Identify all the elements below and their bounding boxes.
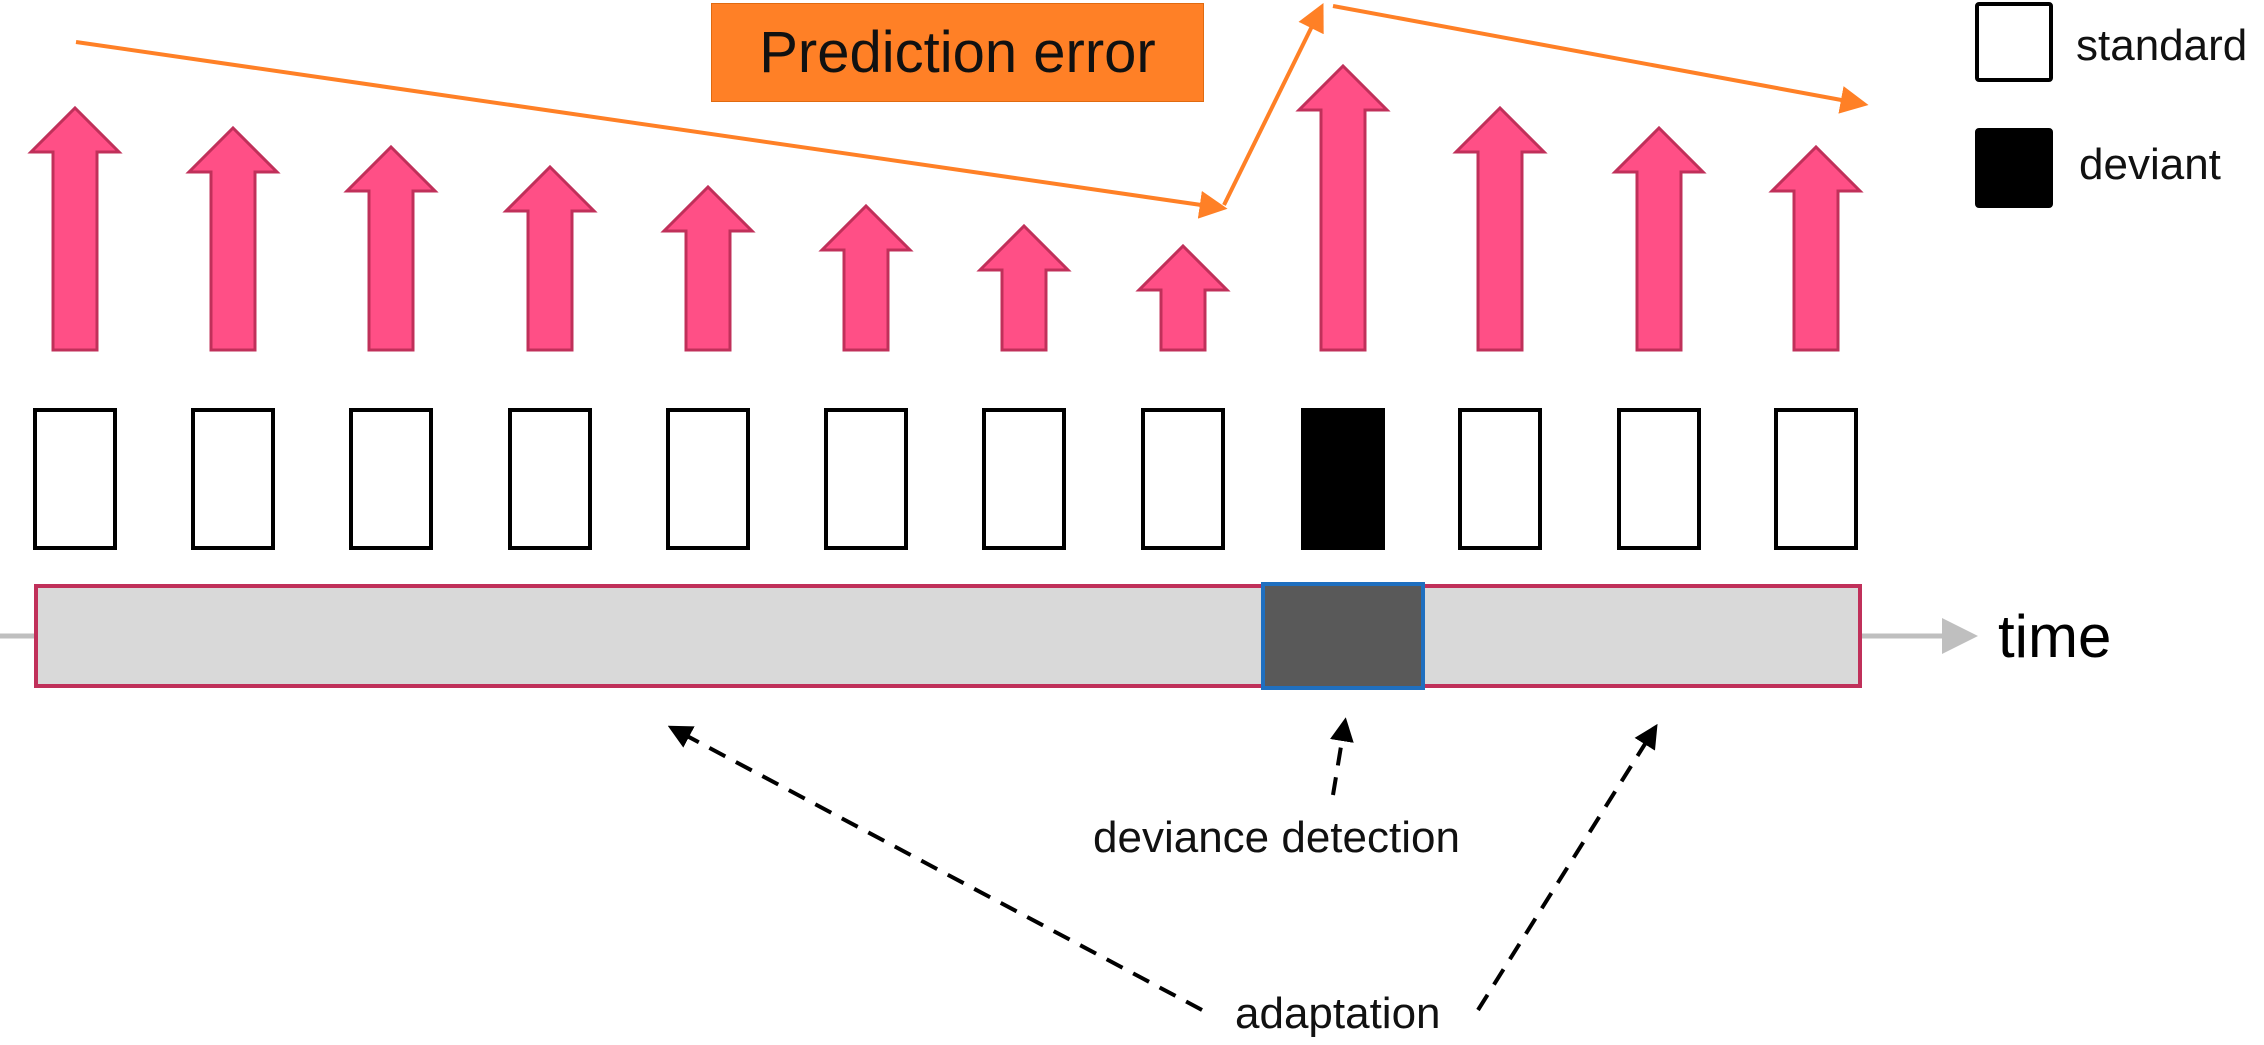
prediction-error-arrow-5 (660, 184, 756, 352)
legend-standard-label: standard (2076, 21, 2248, 70)
deviant-stimulus-9 (1301, 408, 1385, 550)
prediction-error-arrow-6 (818, 203, 914, 352)
prediction-error-label: Prediction error (711, 3, 1204, 102)
standard-stimulus-8 (1141, 408, 1225, 550)
adaptation-label: adaptation (1235, 989, 1441, 1038)
legend-deviant-swatch (1975, 128, 2053, 208)
prediction-error-arrow-3 (343, 144, 439, 352)
adaptation-bar-left (34, 584, 1266, 688)
standard-stimulus-2 (191, 408, 275, 550)
stimuli-layer (33, 408, 1858, 550)
standard-stimulus-3 (349, 408, 433, 550)
prediction-error-arrow-4 (502, 164, 598, 352)
legend-standard-swatch (1975, 2, 2053, 82)
prediction-error-arrow-9 (1295, 63, 1391, 352)
legend-deviant-label: deviant (2079, 140, 2221, 189)
prediction-error-arrow-7 (976, 223, 1072, 352)
standard-stimulus-1 (33, 408, 117, 550)
prediction-error-arrow-12 (1768, 144, 1864, 352)
deviance-detection-label: deviance detection (1093, 813, 1460, 862)
adaptation-pointer-right (1476, 723, 1658, 1012)
standard-stimulus-6 (824, 408, 908, 550)
prediction-error-arrow-11 (1611, 125, 1707, 352)
prediction-error-decay-line (1332, 4, 1869, 114)
standard-stimulus-7 (982, 408, 1066, 550)
prediction-error-arrow-10 (1452, 105, 1548, 352)
deviance-detection-window (1261, 582, 1425, 690)
standard-stimulus-5 (666, 408, 750, 550)
prediction-error-arrow-1 (27, 105, 123, 352)
standard-stimulus-4 (508, 408, 592, 550)
time-axis-arrowhead (1942, 618, 1978, 654)
deviance-detection-pointer (1330, 717, 1354, 796)
prediction-error-trend-line (75, 40, 1228, 219)
adaptation-bar-right (1421, 584, 1862, 688)
prediction-error-rise-line (1222, 2, 1324, 206)
prediction-error-arrows (27, 63, 1864, 352)
prediction-error-arrow-8 (1135, 243, 1231, 352)
standard-stimulus-10 (1458, 408, 1542, 550)
time-axis-label: time (1998, 603, 2112, 670)
adaptation-pointer-left (667, 725, 1203, 1012)
prediction-error-arrow-2 (185, 125, 281, 352)
standard-stimulus-12 (1774, 408, 1858, 550)
standard-stimulus-11 (1617, 408, 1701, 550)
